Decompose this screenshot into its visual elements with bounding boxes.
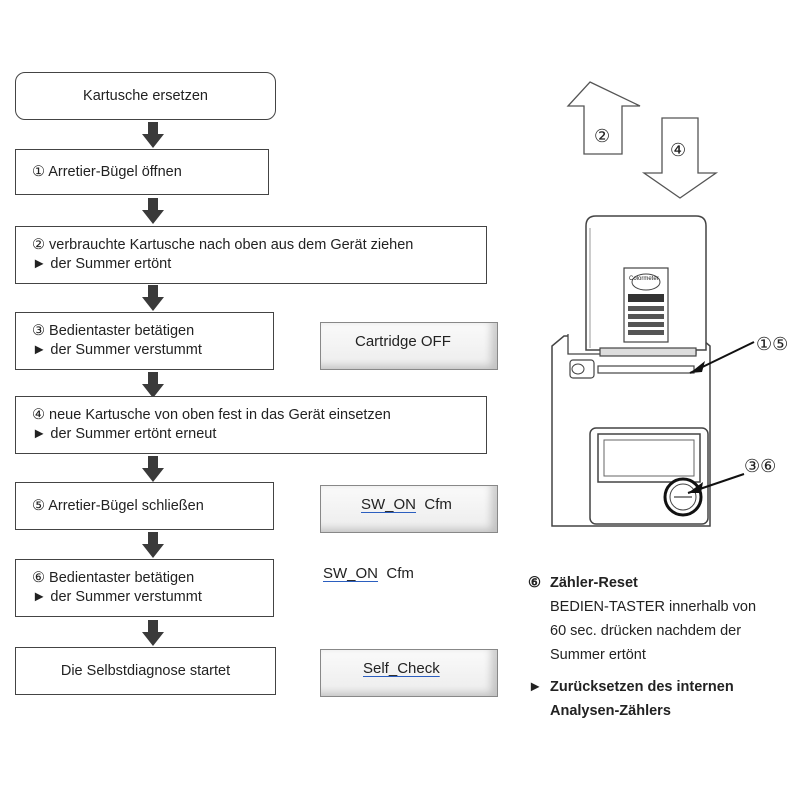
step-2-line-1: ② verbrauchte Kartusche nach oben aus de… bbox=[32, 237, 414, 253]
display-self-check: Self_Check bbox=[320, 649, 498, 697]
display-cartridge-off-text: Cartridge OFF bbox=[355, 333, 451, 350]
step-4-line-2: ► der Summer ertönt erneut bbox=[32, 426, 217, 442]
flow-step-6: ⑥ Bedientaster betätigen ► der Summer ve… bbox=[15, 559, 274, 617]
note-body-2: 60 sec. drücken nachdem der bbox=[550, 623, 742, 639]
step-4-line-1: ④ neue Kartusche von oben fest in das Ge… bbox=[32, 407, 391, 423]
flow-arrow-1 bbox=[142, 122, 164, 148]
display-cartridge-off: Cartridge OFF bbox=[320, 322, 498, 370]
flow-arrow-6 bbox=[142, 532, 164, 558]
flow-start-box: Kartusche ersetzen bbox=[15, 72, 276, 120]
cartridge-brand: Colormeter bbox=[629, 276, 659, 282]
display-sw-on-cfm: SW_ON Cfm bbox=[320, 485, 498, 533]
step-2-line-2: ► der Summer ertönt bbox=[32, 256, 172, 272]
arrow-up-label: ② bbox=[594, 126, 611, 146]
step-6-line-1: ⑥ Bedientaster betätigen bbox=[32, 570, 195, 586]
device-illustration bbox=[551, 81, 755, 527]
step-1-line-1: ① Arretier-Bügel öffnen bbox=[32, 163, 182, 180]
flow-step-3: ③ Bedientaster betätigen ► der Summer ve… bbox=[15, 312, 274, 370]
flow-arrow-4 bbox=[142, 372, 164, 398]
latch-bar bbox=[599, 347, 697, 357]
display-sw-on-2: SW_ON bbox=[323, 565, 379, 582]
flow-step-2: ② verbrauchte Kartusche nach oben aus de… bbox=[15, 226, 487, 284]
display-sw-on-1: SW_ON bbox=[361, 496, 417, 513]
note-title: Zähler-Reset bbox=[550, 575, 638, 591]
note-result-1: Zurücksetzen des internen bbox=[550, 679, 734, 695]
arrow-down-icon bbox=[641, 117, 719, 199]
flow-start-label: Kartusche ersetzen bbox=[83, 87, 208, 104]
arrow-down-label: ④ bbox=[670, 140, 687, 160]
note-symbol: ⑥ bbox=[528, 575, 541, 591]
note-body-1: BEDIEN-TASTER innerhalb von bbox=[550, 599, 757, 615]
flow-arrow-5 bbox=[142, 456, 164, 482]
display-sw-on-cfm-plain: SW_ON Cfm bbox=[323, 565, 414, 582]
flow-step-5: ⑤ Arretier-Bügel schließen bbox=[15, 482, 274, 530]
display-cfm-1: Cfm bbox=[424, 496, 452, 513]
callout-button: ③⑥ bbox=[744, 456, 777, 476]
step-3-line-2: ► der Summer verstummt bbox=[32, 342, 202, 358]
flow-arrow-2 bbox=[142, 198, 164, 224]
display-self-check-text: Self_Check bbox=[363, 660, 440, 677]
flow-end-box: Die Selbstdiagnose startet bbox=[15, 647, 276, 695]
note-body-3: Summer ertönt bbox=[550, 647, 646, 663]
flow-step-1: ① Arretier-Bügel öffnen bbox=[15, 149, 269, 195]
step-6-line-2: ► der Summer verstummt bbox=[32, 589, 202, 605]
note-result-symbol: ► bbox=[528, 679, 543, 695]
flow-arrow-7 bbox=[142, 620, 164, 646]
flow-arrow-3 bbox=[142, 285, 164, 311]
display-cfm-2: Cfm bbox=[386, 565, 414, 582]
step-3-line-1: ③ Bedientaster betätigen bbox=[32, 323, 195, 339]
step-5-line-1: ⑤ Arretier-Bügel schließen bbox=[32, 497, 204, 514]
note-result-2: Analysen-Zählers bbox=[550, 703, 671, 719]
arrow-up-icon bbox=[566, 81, 641, 155]
flow-step-4: ④ neue Kartusche von oben fest in das Ge… bbox=[15, 396, 487, 454]
callout-latch: ①⑤ bbox=[756, 334, 789, 354]
flow-end-label: Die Selbstdiagnose startet bbox=[60, 662, 231, 679]
